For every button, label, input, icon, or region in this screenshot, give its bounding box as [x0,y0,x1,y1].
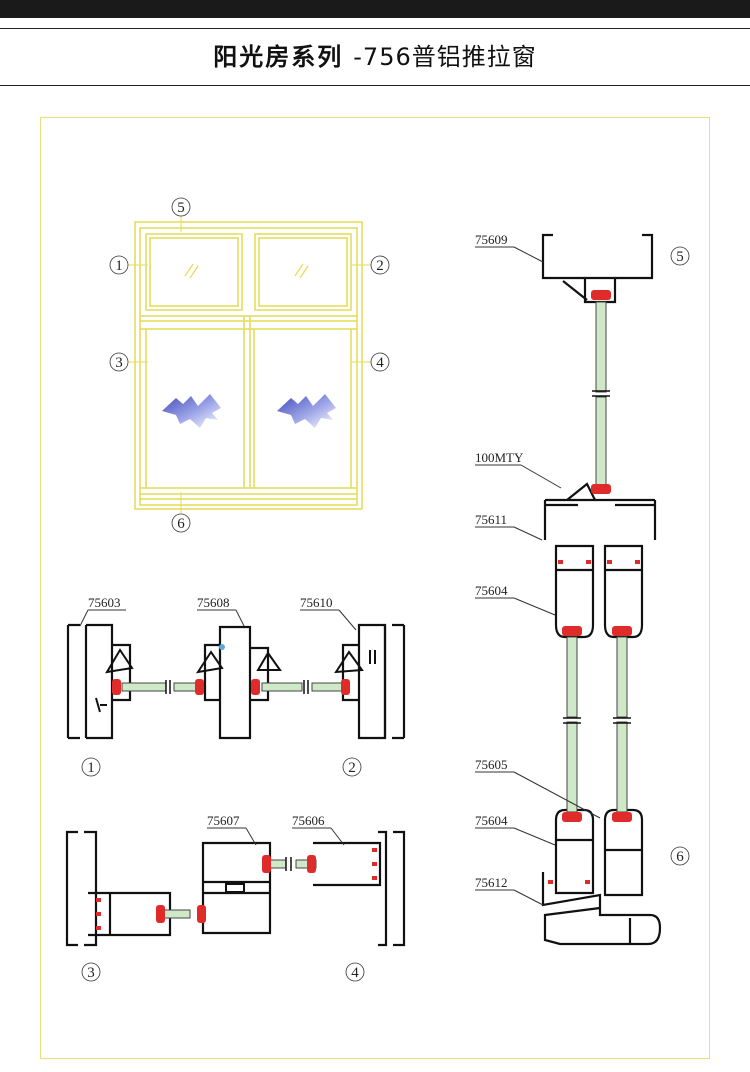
section-1-2: 75603 75608 75610 1 2 [66,595,406,777]
outer-frame [134,221,363,510]
profile-label: 75609 [475,232,508,247]
section-vertical: 75609 100MTY 75611 75604 75605 75604 756… [475,232,690,946]
gasket-seals [562,290,632,822]
decor-leaf-left [162,394,221,428]
window-elevation [134,221,363,510]
callout-circle: 5 [670,246,690,266]
callout-number: 5 [676,249,684,265]
callout-number: 5 [177,200,185,216]
profile-label: 75603 [88,595,121,610]
gasket-seals [156,855,316,923]
callout-circle: 5 [171,197,191,217]
profile-label: 75604 [475,813,508,828]
profile-label: 75610 [300,595,333,610]
drawing-frame [40,117,710,1059]
profile-label: 75604 [475,583,508,598]
upper-left-pane [145,233,243,311]
callout-number: 4 [351,965,359,981]
callout-number: 1 [115,258,123,274]
elevation-callouts: 5 1 2 3 4 6 [109,197,390,533]
decor-leaf-right [277,394,336,428]
callout-number: 2 [348,760,356,776]
callout-circle: 1 [81,757,101,777]
profile-label: 75608 [197,595,230,610]
callout-circle: 2 [342,757,362,777]
callout-circle: 1 [109,255,129,275]
profile-label: 75607 [207,813,240,828]
profile-label: 75611 [475,512,507,527]
profile-label: 100MTY [475,450,524,465]
gasket-seals [112,679,350,695]
page-title: 阳光房系列 -756普铝推拉窗 [0,29,750,85]
glass-pane [121,680,343,694]
callout-number: 3 [115,355,123,371]
callout-number: 6 [676,849,684,865]
callout-circle: 4 [345,962,365,982]
profile-label: 75605 [475,757,508,772]
callout-number: 3 [87,965,95,981]
callout-number: 1 [87,760,95,776]
callout-circle: 6 [670,846,690,866]
title-main: 阳光房系列 [213,43,344,71]
profile-label: 75606 [292,813,325,828]
upper-right-pane [254,233,352,311]
callout-circle: 2 [370,255,390,275]
callout-number: 4 [376,355,384,371]
callout-circle: 3 [109,352,129,372]
callout-circle: 4 [370,352,390,372]
top-bar [0,0,750,18]
callout-number: 6 [177,516,185,532]
header: 阳光房系列 -756普铝推拉窗 [0,28,750,86]
section-3-4: 75607 75606 3 4 [65,813,406,982]
callout-number: 2 [376,258,384,274]
callout-circle: 3 [81,962,101,982]
profile-label: 75612 [475,875,508,890]
glass-pane [563,301,631,813]
title-sub: -756普铝推拉窗 [353,43,537,71]
callout-circle: 6 [171,513,191,533]
